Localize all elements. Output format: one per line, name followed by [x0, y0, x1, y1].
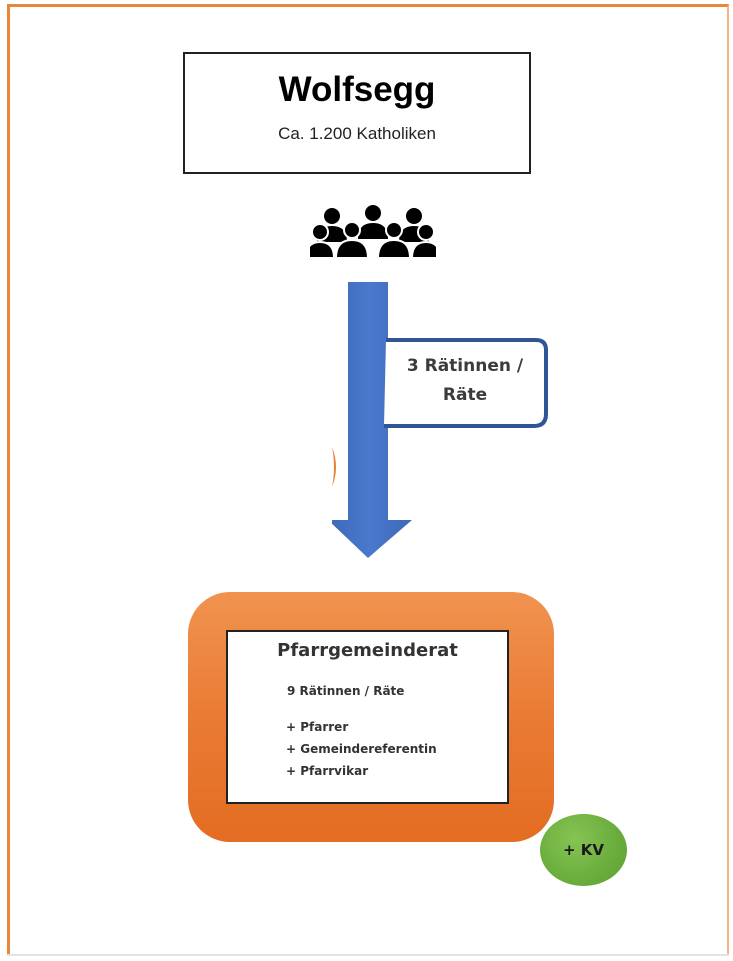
group-of-people-icon [310, 205, 436, 258]
delegates-callout-bracket [384, 338, 548, 428]
parish-name: Wolfsegg [278, 70, 436, 109]
parish-catholics-count: Ca. 1.200 Katholiken [278, 124, 436, 143]
council-title: Pfarrgemeinderat [277, 640, 458, 661]
person-head [324, 208, 340, 224]
flow-down-arrow [332, 282, 412, 558]
bottom-rule [7, 954, 729, 956]
council-extra-item: + Gemeindereferentin [286, 742, 437, 756]
parish-title-box: Wolfsegg Ca. 1.200 Katholiken [183, 52, 531, 174]
kv-label: + KV [562, 841, 605, 859]
page-frame [7, 4, 729, 955]
council-box: Pfarrgemeinderat 9 Rätinnen / Räte + Pfa… [226, 630, 509, 804]
delegates-label-line1: 3 Rätinnen / [406, 356, 524, 376]
delegates-callout: 3 Rätinnen / Räte [390, 352, 540, 410]
orange-accent-sliver [332, 447, 336, 487]
council-members: 9 Rätinnen / Räte [287, 684, 405, 698]
council-extra-item: + Pfarrer [286, 720, 349, 734]
council-extra-item: + Pfarrvikar [286, 764, 369, 778]
council-extras-list: + Pfarrer + Gemeindereferentin + Pfarrvi… [286, 716, 437, 782]
kv-circle: + KV [540, 814, 627, 886]
delegates-label-line2: Räte [442, 385, 488, 405]
